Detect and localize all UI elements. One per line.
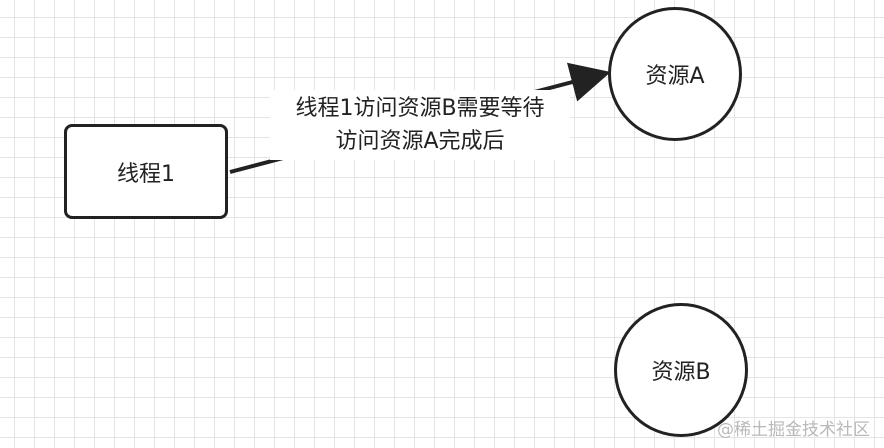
node-resource-a-label: 资源A xyxy=(645,64,705,89)
watermark-text: @稀土掘金技术社区 xyxy=(717,420,870,440)
edge-label: 线程1访问资源B需要等待 访问资源A完成后 xyxy=(270,90,570,160)
edge-label-line-2: 访问资源A完成后 xyxy=(335,129,505,154)
node-resource-b[interactable]: 资源B xyxy=(614,303,748,437)
node-resource-b-label: 资源B xyxy=(651,360,711,385)
node-thread1-label: 线程1 xyxy=(117,161,175,187)
edge-label-line-1: 线程1访问资源B需要等待 xyxy=(295,96,545,121)
node-thread1[interactable]: 线程1 xyxy=(64,124,228,219)
node-resource-a[interactable]: 资源A xyxy=(608,7,742,141)
